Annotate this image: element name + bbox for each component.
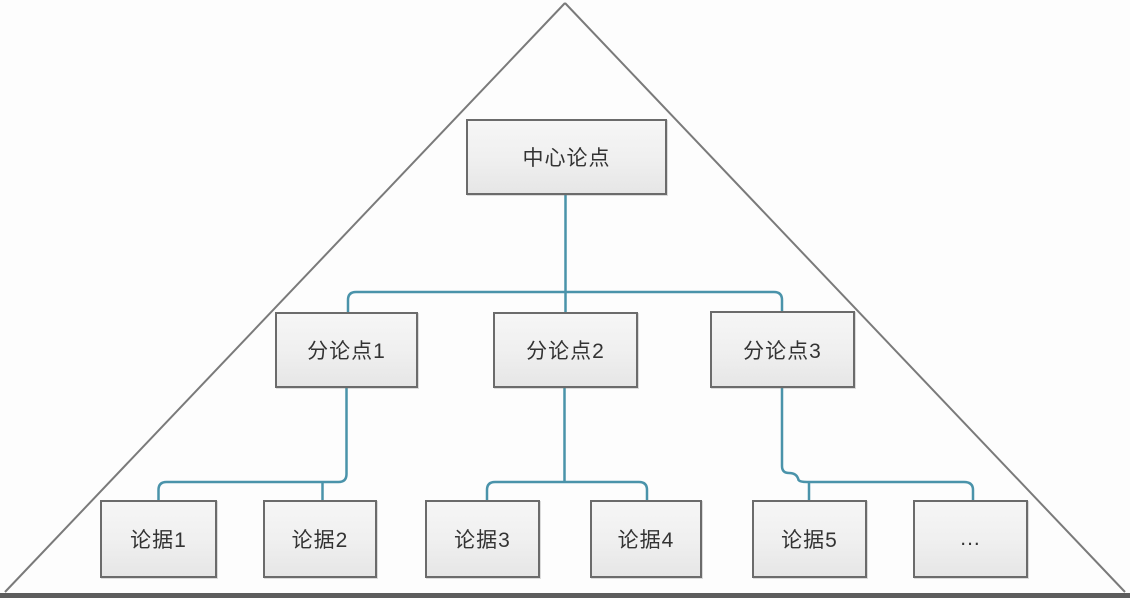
node-evidence-2: 论据2 — [263, 500, 377, 578]
connector-central-sub1-sub3 — [346, 290, 784, 312]
node-sub1-label: 分论点1 — [307, 340, 386, 363]
node-sub-argument-1: 分论点1 — [275, 312, 418, 388]
node-ev2-label: 论据2 — [291, 529, 349, 552]
node-ev6-label: ... — [960, 527, 981, 550]
node-evidence-4: 论据4 — [590, 500, 702, 578]
node-central-label: 中心论点 — [522, 147, 611, 170]
node-sub2-label: 分论点2 — [526, 340, 605, 363]
triangle-left-side — [4, 2, 566, 593]
node-evidence-5: 论据5 — [752, 500, 867, 578]
connector-sub3-ev6 — [780, 388, 975, 500]
connector-sub2-ev3-ev4 — [485, 480, 649, 500]
node-sub-argument-2: 分论点2 — [493, 312, 638, 388]
node-central-argument: 中心论点 — [466, 119, 667, 195]
node-ev5-label: 论据5 — [781, 529, 838, 552]
node-evidence-3: 论据3 — [425, 500, 540, 578]
triangle-right-side — [564, 2, 1126, 593]
node-ev1-label: 论据1 — [130, 529, 187, 552]
node-evidence-1: 论据1 — [100, 500, 217, 578]
node-sub-argument-3: 分论点3 — [710, 311, 855, 388]
node-sub3-label: 分论点3 — [743, 339, 822, 363]
connector-sub1-ev1 — [157, 388, 348, 500]
node-ev4-label: 论据4 — [617, 529, 675, 552]
node-ev3-label: 论据3 — [454, 529, 511, 552]
node-evidence-more: ... — [913, 500, 1028, 578]
